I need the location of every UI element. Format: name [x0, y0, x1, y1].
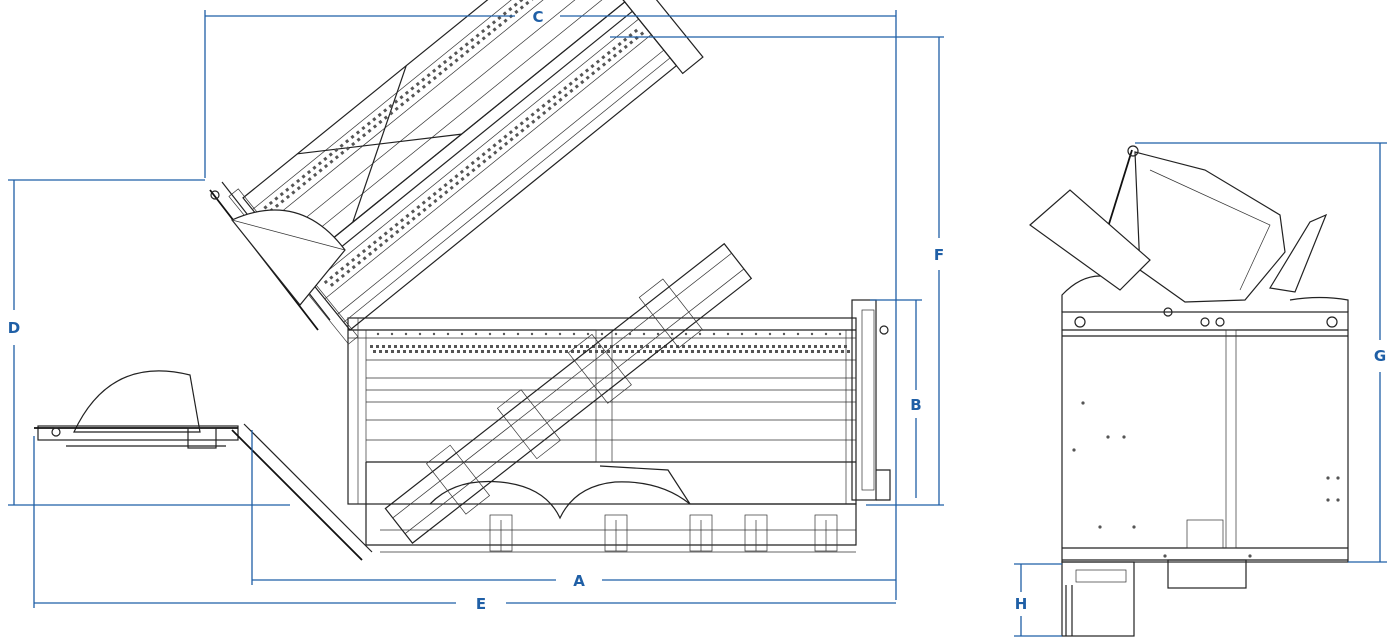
dimension-label-b: B — [910, 396, 921, 414]
dimension-label-e: E — [476, 595, 486, 613]
trough-feet — [489, 514, 838, 552]
dimension-label-a: A — [573, 572, 585, 590]
dimension-lines-side: C D F B A E — [8, 8, 944, 613]
upper-spinner-assembly — [209, 181, 346, 331]
dimension-label-d: D — [8, 319, 20, 337]
end-hopper — [1029, 145, 1328, 327]
perforation-strip — [370, 332, 850, 353]
dimension-label-c: C — [532, 8, 543, 26]
dimension-label-h: H — [1015, 595, 1028, 613]
dimension-label-f: F — [934, 246, 944, 264]
end-view: G H — [1014, 142, 1387, 637]
dimension-label-g: G — [1374, 347, 1386, 365]
end-body — [1061, 249, 1349, 589]
end-spinner — [1061, 561, 1135, 637]
side-body — [347, 299, 891, 553]
conveyor-chute — [384, 242, 753, 544]
dimension-lines-end: G H — [1014, 142, 1387, 637]
side-view: C D F B A E — [8, 0, 944, 613]
lower-spinner-assembly — [34, 370, 373, 561]
